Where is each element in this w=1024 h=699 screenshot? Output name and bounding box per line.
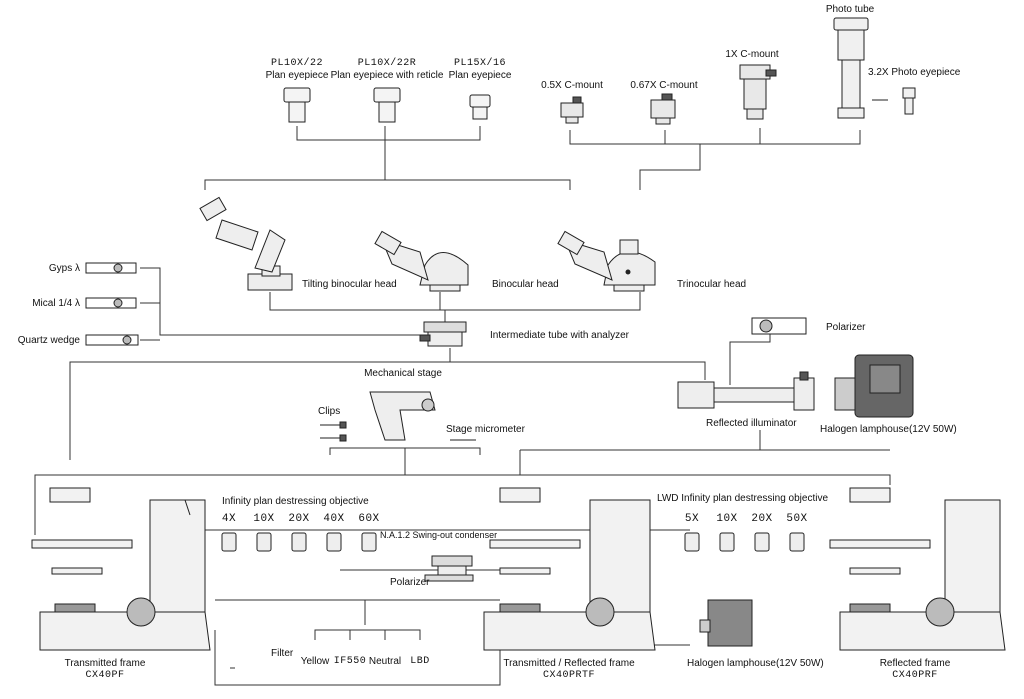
- halogen-bottom-label: Halogen lamphouse(12V 50W): [687, 658, 824, 669]
- compensator-line: [140, 267, 420, 336]
- photo-eyepiece-label: 3.2X Photo eyepiece: [868, 67, 961, 78]
- c-mount-1-label: 1X C-mount: [725, 49, 779, 60]
- lwd-objective-title: LWD Infinity plan destressing objective: [657, 493, 829, 504]
- eyepiece-3-name: Plan eyepiece: [448, 70, 512, 81]
- main-connection-line: [69, 361, 706, 460]
- c-mount-icon: [560, 64, 777, 125]
- eyepiece-2-code: PL10X/22R: [357, 58, 417, 69]
- objective-icon: [221, 532, 805, 552]
- binocular-head-label: Binocular head: [492, 279, 559, 290]
- inf-mag-20x: 20X: [288, 513, 310, 525]
- polarizer-slider-icon: [751, 317, 807, 335]
- mical-label: Mical 1/4 λ: [32, 298, 80, 309]
- inf-mag-40x: 40X: [323, 513, 345, 525]
- frame-bracket-line: [34, 474, 210, 535]
- trinocular-head-icon: [557, 230, 656, 292]
- photo-tube-label: Photo tube: [825, 4, 875, 15]
- frame-3-model: CX40PRF: [892, 670, 938, 681]
- halogen-lamphouse-icon: [834, 354, 914, 418]
- inf-mag-60x: 60X: [358, 513, 380, 525]
- lwd-mag-10x: 10X: [716, 513, 738, 525]
- filter-yellow: Yellow: [300, 656, 330, 667]
- eyepiece-bracket-line: [296, 126, 481, 141]
- inf-mag-4x: 4X: [221, 513, 237, 525]
- trinocular-head-label: Trinocular head: [677, 279, 747, 290]
- c-mount-067-label: 0.67X C-mount: [630, 80, 698, 91]
- binocular-head-icon: [374, 230, 469, 292]
- c-mount-05-label: 0.5X C-mount: [541, 80, 603, 91]
- frame-2-name: Transmitted / Reflected frame: [503, 658, 635, 669]
- tilting-binocular-head-icon: [199, 196, 293, 291]
- compensator-slider-icon: [85, 262, 139, 346]
- eyepiece-icon: [283, 87, 491, 123]
- camera-bracket-line: [569, 130, 861, 145]
- polarizer-bottom-label: Polarizer: [390, 577, 430, 588]
- eyepiece-1-code: PL10X/22: [270, 58, 324, 69]
- mechanical-stage-icon: [369, 391, 436, 441]
- intermediate-tube-label: Intermediate tube with analyzer: [490, 330, 629, 341]
- halogen-lamphouse-bottom-icon: [699, 599, 753, 647]
- filter-label: Filter: [271, 648, 294, 659]
- halogen-top-label: Halogen lamphouse(12V 50W): [820, 424, 957, 435]
- condenser-label: N.A.1.2 Swing-out condenser: [380, 530, 498, 540]
- inf-mag-10x: 10X: [253, 513, 275, 525]
- infinity-objective-title: Infinity plan destressing objective: [222, 496, 369, 507]
- stage-micrometer-label: Stage micrometer: [446, 424, 525, 435]
- filter-neutral: Neutral: [368, 656, 402, 667]
- swing-out-condenser-icon: [424, 555, 474, 582]
- eyepiece-1-name: Plan eyepiece: [265, 70, 329, 81]
- mechanical-stage-label: Mechanical stage: [364, 368, 442, 379]
- head-bracket-line: [204, 179, 571, 190]
- polarizer-top-label: Polarizer: [826, 322, 866, 333]
- filter-if550: IF550: [333, 656, 367, 667]
- eyepiece-2-name: Plan eyepiece with reticle: [330, 70, 444, 81]
- frame-2-model: CX40PRTF: [542, 670, 596, 681]
- reflected-illuminator-label: Reflected illuminator: [706, 418, 797, 429]
- lwd-mag-50x: 50X: [786, 513, 808, 525]
- intermediate-tube-icon: [419, 321, 467, 347]
- heads-bracket-line: [269, 292, 641, 311]
- frame-1-name: Transmitted frame: [64, 658, 146, 669]
- lwd-mag-20x: 20X: [751, 513, 773, 525]
- tilting-head-label: Tilting binocular head: [302, 279, 397, 290]
- photo-tube-icon: [833, 17, 916, 119]
- gyps-label: Gyps λ: [48, 263, 80, 274]
- filter-lbd: LBD: [410, 656, 430, 667]
- frame-3-name: Reflected frame: [879, 658, 951, 669]
- quartz-wedge-label: Quartz wedge: [17, 335, 80, 346]
- clips-icon: [320, 421, 347, 442]
- lwd-mag-5x: 5X: [684, 513, 700, 525]
- eyepiece-3-code: PL15X/16: [453, 58, 507, 69]
- reflected-illuminator-icon: [677, 371, 815, 411]
- microscope-frame-icon: [31, 487, 1006, 651]
- clips-label: Clips: [318, 406, 341, 417]
- frame-1-model: CX40PF: [85, 670, 125, 681]
